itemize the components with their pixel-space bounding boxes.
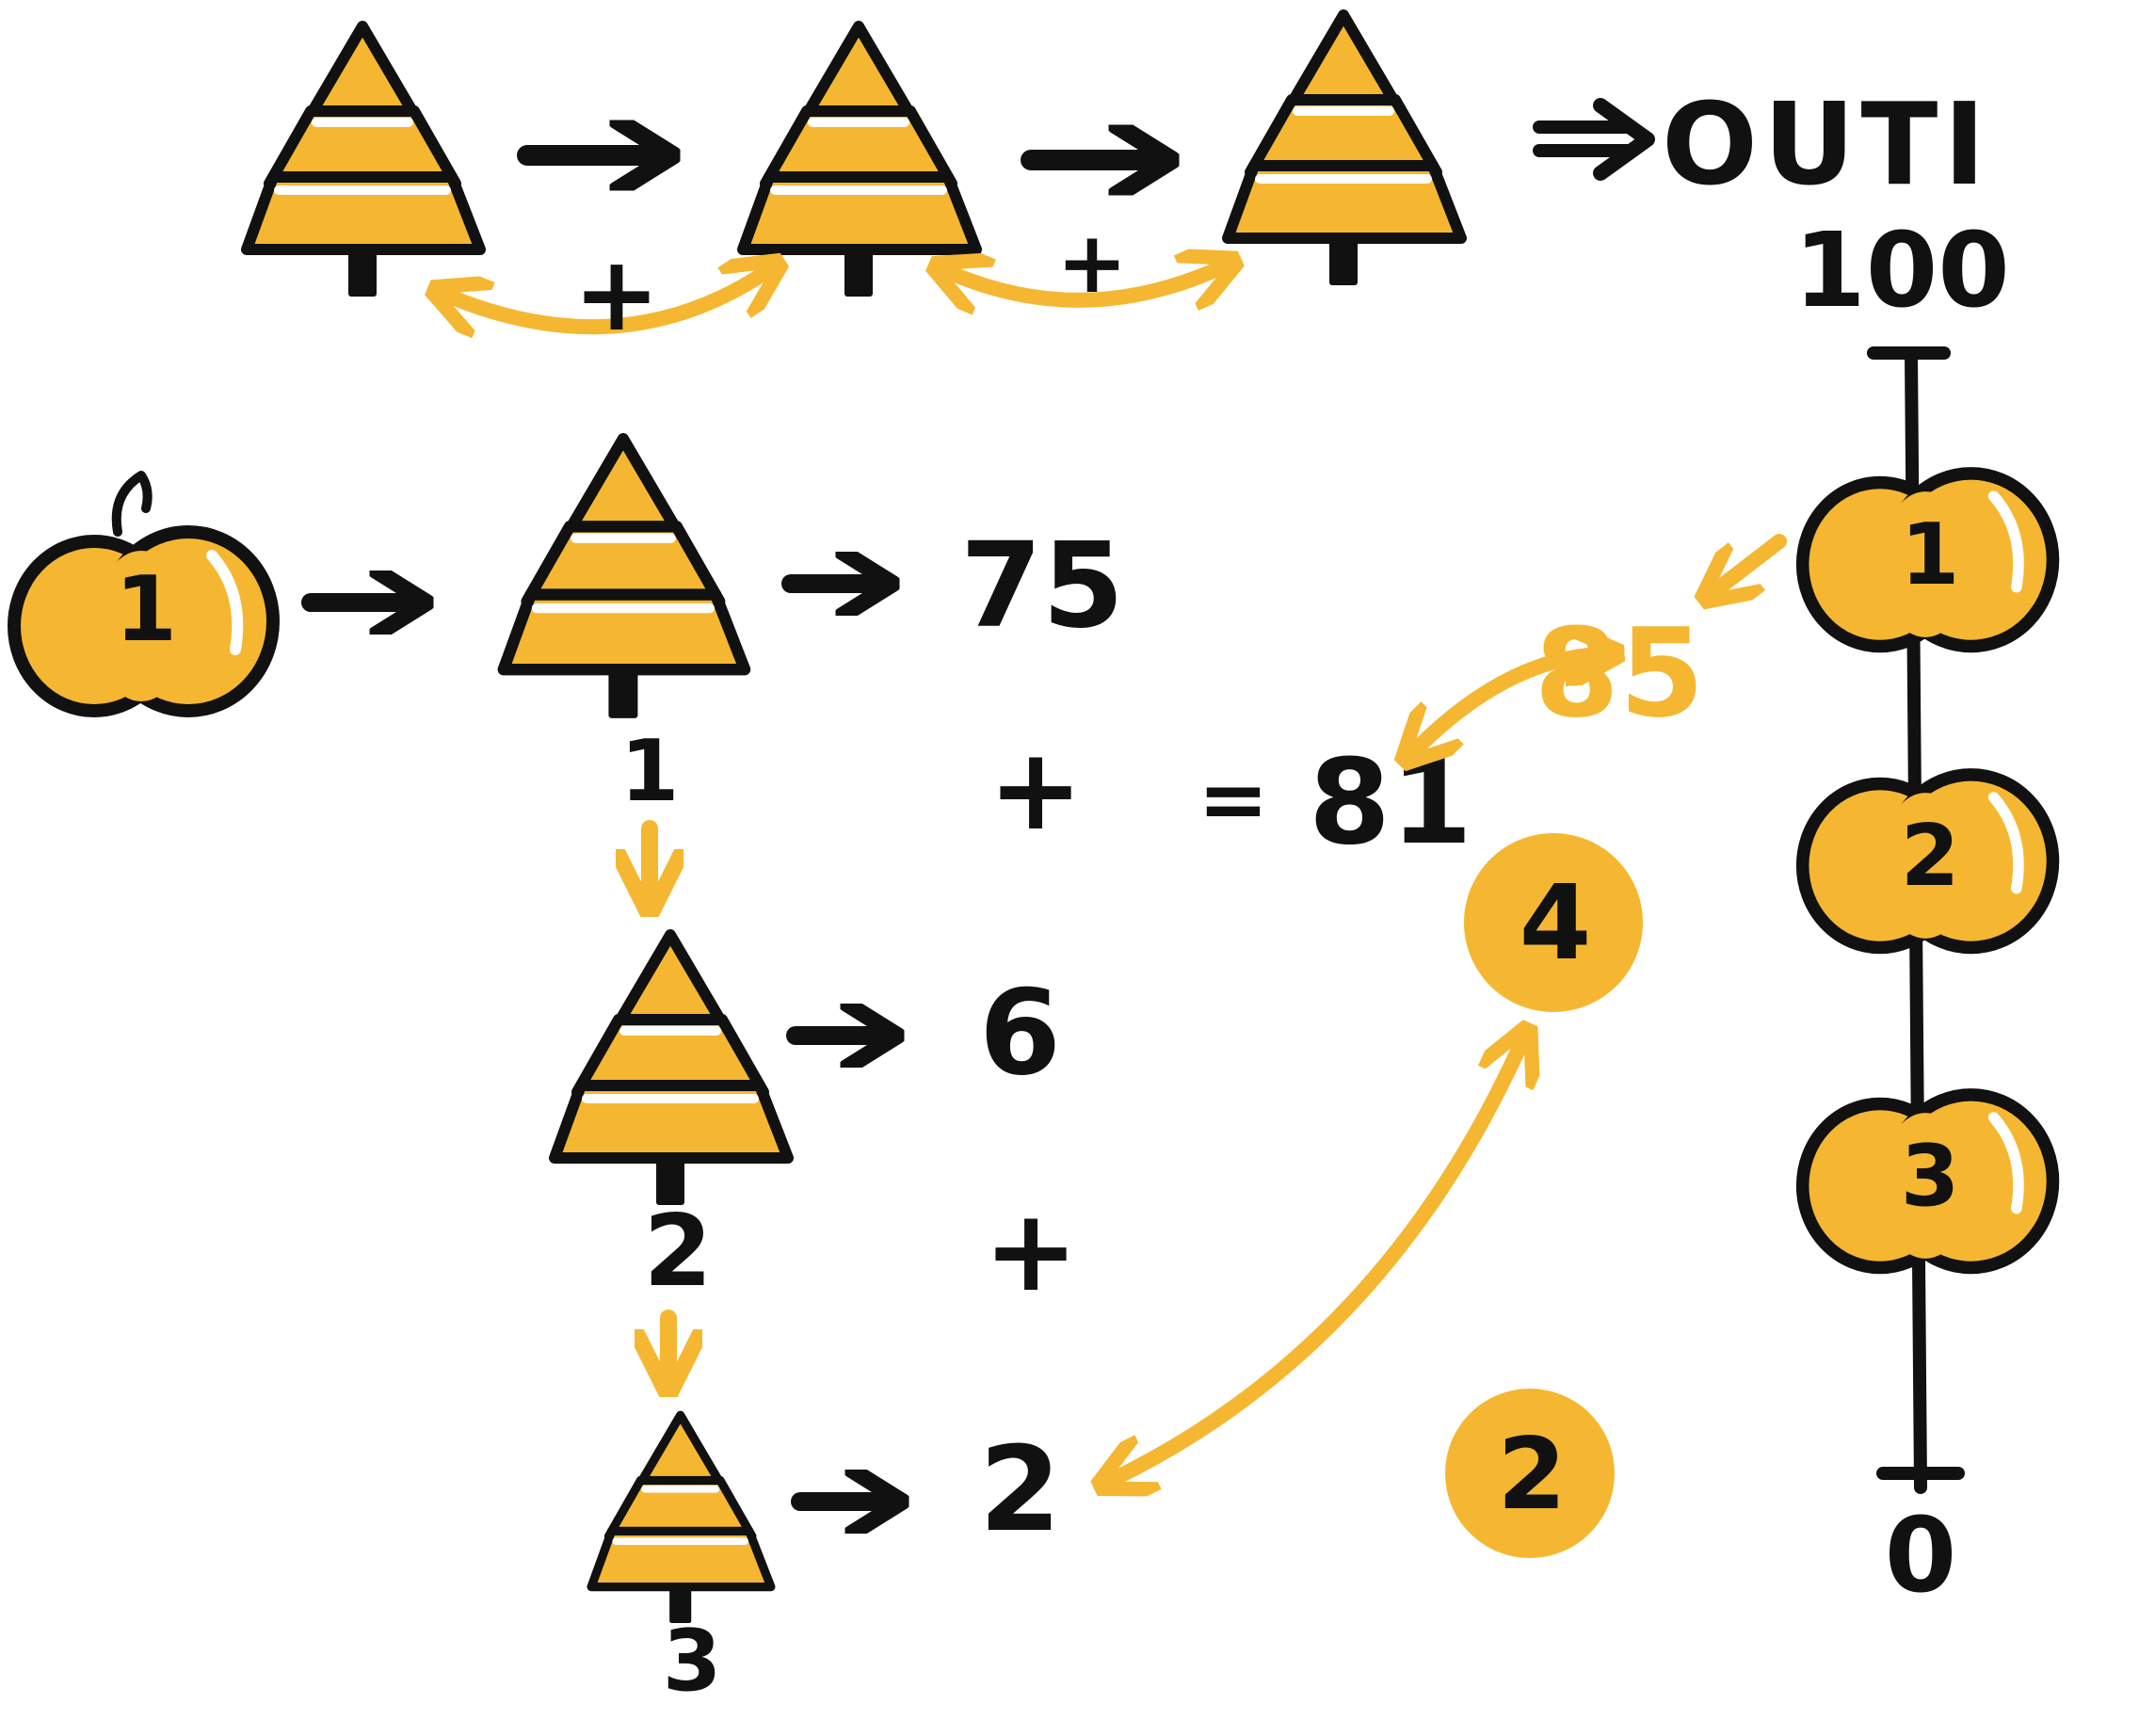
output-label: OUTI [1662,80,1991,211]
tree-output: 75 [960,518,1124,654]
tree-icon [247,26,480,297]
scale-max-label: 100 [1793,210,2010,330]
scale-apple-label: 3 [1901,1127,1960,1226]
tree-index-label: 1 [620,722,680,821]
input-apple-label: 1 [115,558,177,662]
badge-circle [1445,1389,1615,1558]
combine-arrow-icon [450,273,764,327]
fit-residual-arrow-icon [1116,1045,1520,1478]
residual-value: 4 [1520,862,1592,983]
combine-plus-sign: + [573,233,660,354]
arrow-down-left-icon [1718,534,1787,588]
value-scale: 100 0 1 2 3 [1793,210,2052,1615]
sum-plus-sign: + [989,725,1084,856]
next-output-value: 2 [1497,1417,1566,1532]
tree-icon [591,1415,771,1623]
tree-chain: 75 1 6 2 2 3 [504,439,1124,1711]
tree-icon [555,935,788,1205]
target: 85 [1417,534,1787,748]
residual-badge: 4 [1464,833,1643,1012]
target-value: 85 [1535,602,1705,745]
scale-apple-label: 1 [1901,506,1960,604]
top-row: OUTI + + [247,15,1991,354]
sum: + + = 81 [984,725,1472,1317]
double-arrow-icon [1533,98,1655,181]
input-apple: 1 [14,471,414,711]
next-output-badge: 2 [1445,1389,1615,1558]
tree-output: 6 [979,965,1061,1101]
scale-min-label: 0 [1885,1495,1957,1615]
tree-icon [743,26,976,297]
tree-icon [1228,15,1461,285]
combine-plus-sign: + [1056,214,1127,313]
tree-index-label: 3 [663,1612,722,1711]
tree-icon [504,439,745,718]
tree-index-label: 2 [643,1194,712,1309]
sum-result: 81 [1309,734,1472,871]
tree-output: 2 [979,1422,1061,1558]
sum-plus-sign: + [984,1186,1079,1317]
apple-stem-icon [111,471,153,537]
combine-arrow-icon [951,268,1219,300]
sum-equals-sign: = [1198,750,1268,849]
difference-arrow-icon [1417,654,1600,748]
scale-apple-label: 2 [1901,807,1960,906]
badge-circle [1464,833,1643,1012]
